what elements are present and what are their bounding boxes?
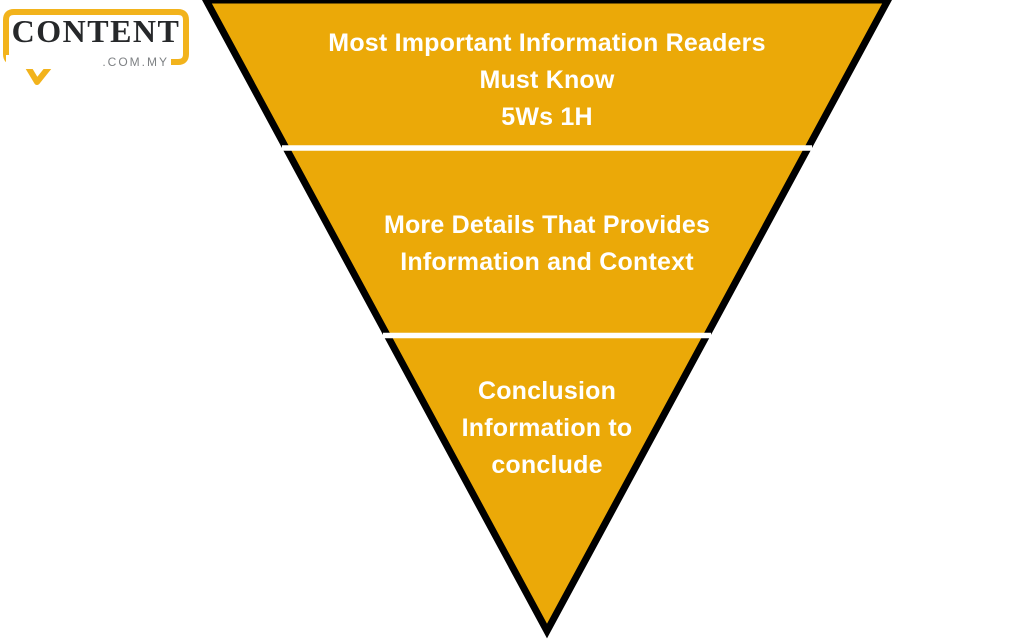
pyramid-section-top: Most Important Information Readers Must … bbox=[206, 25, 888, 136]
section-top-line-3: 5Ws 1H bbox=[501, 103, 593, 131]
section-bottom-line-3: conclude bbox=[491, 451, 603, 479]
section-middle-line-2: Information and Context bbox=[400, 248, 694, 276]
section-middle-line-1: More Details That Provides bbox=[383, 211, 711, 239]
pyramid-shape bbox=[202, 0, 892, 639]
pyramid-section-bottom: Conclusion Information to conclude bbox=[206, 373, 888, 484]
logo-brand-text: CONTENT bbox=[11, 13, 181, 49]
section-bottom-line-1: Conclusion bbox=[477, 377, 617, 405]
section-bottom-line-2: Information to bbox=[461, 414, 633, 442]
pyramid-section-middle: More Details That Provides Information a… bbox=[206, 207, 888, 281]
brand-logo: CONTENT .COM.MY bbox=[0, 0, 210, 100]
logo-domain-text: .COM.MY bbox=[6, 55, 169, 69]
section-top-line-1: Most Important Information Readers bbox=[328, 29, 766, 57]
section-top-line-2: Must Know bbox=[479, 66, 615, 94]
